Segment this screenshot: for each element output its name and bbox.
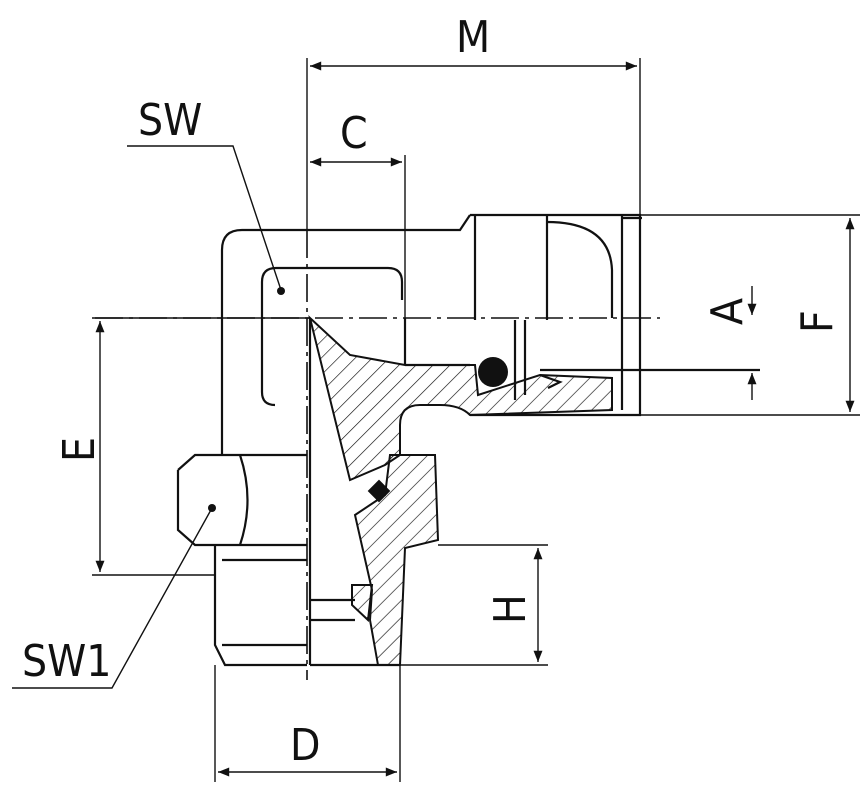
label-sw1: SW1	[22, 636, 111, 687]
dimension-a: A	[702, 286, 757, 400]
dimension-c: C	[310, 108, 406, 355]
label-d: D	[290, 720, 321, 771]
dimension-f: F	[792, 218, 855, 412]
elbow-body	[95, 213, 860, 455]
leader-sw: SW	[127, 95, 285, 295]
lower-hex-nut	[176, 453, 307, 547]
label-m: M	[456, 12, 490, 63]
label-e: E	[54, 437, 105, 462]
label-sw: SW	[138, 95, 202, 146]
label-c: C	[340, 108, 368, 159]
label-h: H	[485, 594, 536, 624]
dimension-h: H	[400, 544, 548, 666]
label-f: F	[792, 310, 843, 333]
dimension-m: M	[306, 12, 641, 230]
dimension-e: E	[54, 317, 310, 576]
leader-sw1: SW1	[12, 507, 213, 689]
threaded-stem	[213, 318, 400, 667]
section-hatching	[308, 314, 613, 666]
label-a: A	[702, 298, 753, 325]
dimension-d: D	[214, 665, 401, 782]
